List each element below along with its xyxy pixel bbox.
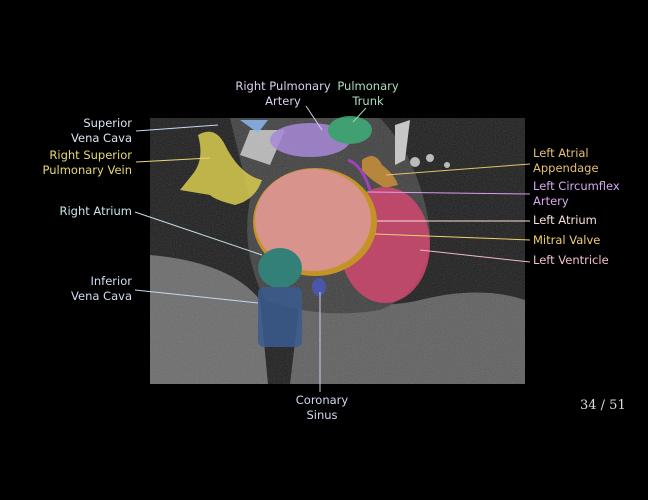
label-text: Right Superior Pulmonary Vein <box>42 148 132 177</box>
label-text: Left Ventricle <box>533 253 609 267</box>
left-circumflex-artery-segment <box>347 158 372 191</box>
label-text: Left Atrium <box>533 213 597 227</box>
label-text: Right Atrium <box>59 204 132 218</box>
label-mitral-valve[interactable]: Mitral Valve <box>533 233 600 248</box>
right-atrium-segment <box>258 248 302 288</box>
label-text: Left Atrial Appendage <box>533 146 599 175</box>
left-atrial-appendage-segment <box>362 156 398 188</box>
label-superior-vena-cava[interactable]: Superior Vena Cava <box>40 116 132 146</box>
inferior-vena-cava-segment <box>258 287 302 347</box>
label-left-atrium[interactable]: Left Atrium <box>533 213 597 228</box>
label-pulmonary-trunk[interactable]: Pulmonary Trunk <box>332 79 404 109</box>
label-left-atrial-appendage[interactable]: Left Atrial Appendage <box>533 146 599 176</box>
label-left-circumflex-artery[interactable]: Left Circumflex Artery <box>533 179 620 209</box>
label-coronary-sinus[interactable]: Coronary Sinus <box>282 393 362 423</box>
label-text: Right Pulmonary Artery <box>235 79 331 108</box>
label-text: Pulmonary Trunk <box>337 79 399 108</box>
leader-lines <box>134 105 531 392</box>
label-text: Superior Vena Cava <box>71 116 132 145</box>
label-inferior-vena-cava[interactable]: Inferior Vena Cava <box>40 274 132 304</box>
label-right-superior-pulmonary-vein[interactable]: Right Superior Pulmonary Vein <box>20 148 132 178</box>
right-superior-pulmonary-vein-segment <box>180 131 262 205</box>
superior-vena-cava-segment <box>240 120 268 133</box>
label-right-pulmonary-artery[interactable]: Right Pulmonary Artery <box>228 79 338 109</box>
coronary-sinus-segment <box>312 278 326 296</box>
slice-counter: 34 / 51 <box>580 398 626 413</box>
label-text: Mitral Valve <box>533 233 601 247</box>
segmentation-overlays <box>180 116 430 347</box>
label-left-ventricle[interactable]: Left Ventricle <box>533 253 609 268</box>
label-text: Coronary Sinus <box>295 393 349 422</box>
label-text: Left Circumflex Artery <box>533 179 620 208</box>
label-text: Inferior Vena Cava <box>71 274 132 303</box>
label-right-atrium[interactable]: Right Atrium <box>30 204 132 219</box>
left-atrium-segment <box>255 169 371 271</box>
pulmonary-trunk-segment <box>328 116 372 144</box>
